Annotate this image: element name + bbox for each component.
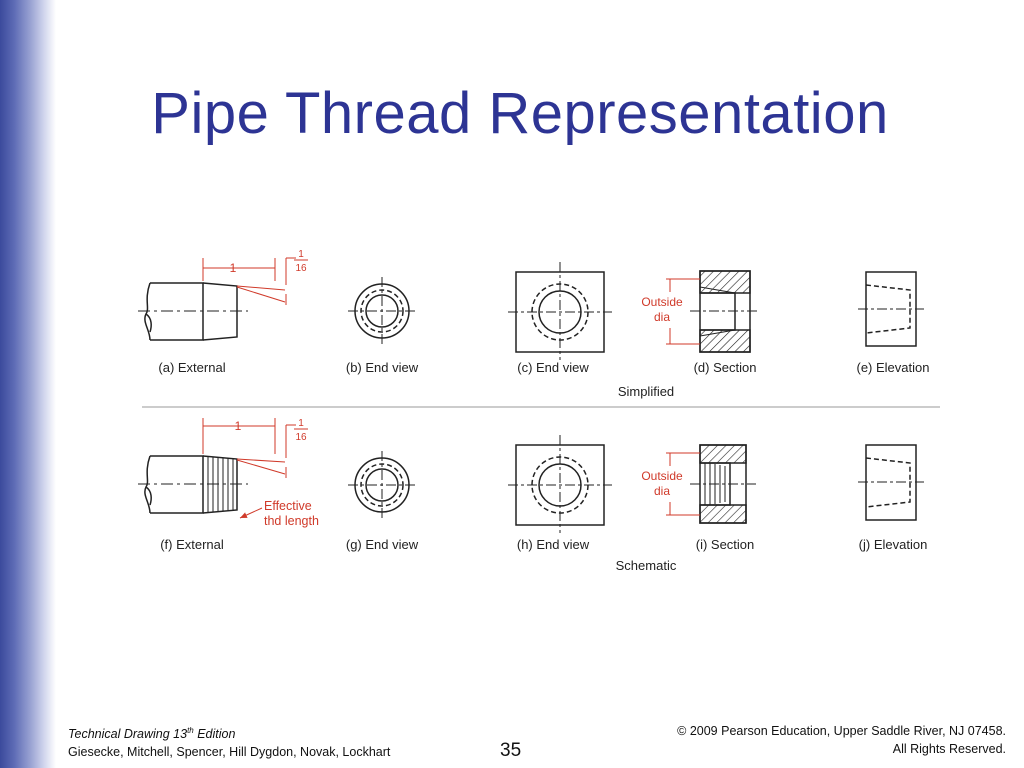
side-gradient-bar: [0, 0, 56, 768]
dia-label-d: dia: [654, 310, 670, 324]
caption-i: (i) Section: [696, 537, 755, 552]
dia-label-i: dia: [654, 484, 670, 498]
fraction-numerator: 1: [298, 249, 304, 260]
caption-b: (b) End view: [346, 360, 419, 375]
end-view-g: [348, 451, 416, 519]
caption-a: (a) External: [158, 360, 225, 375]
caption-e: (e) Elevation: [857, 360, 930, 375]
group-label-simplified: Simplified: [618, 384, 674, 399]
end-view-h: [508, 435, 612, 533]
thd-length-label: thd length: [264, 514, 319, 528]
dimension-f: [202, 418, 296, 519]
footer-citation: Technical Drawing 13th Edition Giesecke,…: [68, 722, 390, 761]
fraction-denominator-f: 16: [295, 432, 307, 443]
fraction-numerator-f: 1: [298, 418, 304, 429]
outside-label-d: Outside: [641, 295, 683, 309]
caption-f: (f) External: [160, 537, 224, 552]
dimension-a: [202, 257, 296, 305]
caption-h: (h) End view: [517, 537, 590, 552]
caption-d: (d) Section: [694, 360, 757, 375]
slide-title: Pipe Thread Representation: [151, 81, 889, 146]
book-title-line: Technical Drawing 13th Edition: [68, 722, 390, 743]
caption-g: (g) End view: [346, 537, 419, 552]
section-view-d: [690, 270, 760, 353]
rights-line: All Rights Reserved.: [892, 742, 1006, 756]
group-label-schematic: Schematic: [616, 558, 677, 573]
section-view-i: [690, 444, 756, 524]
end-view-c: [508, 262, 612, 360]
fraction-denominator: 16: [295, 263, 307, 274]
elevation-view-e: [858, 271, 924, 347]
caption-c: (c) End view: [517, 360, 589, 375]
book-edition: Edition: [193, 727, 236, 742]
book-title-sup: th: [187, 726, 194, 735]
authors: Giesecke, Mitchell, Spencer, Hill Dygdon…: [68, 745, 391, 760]
dim-one-label-f: 1: [235, 419, 242, 433]
dim-one-label: 1: [230, 261, 237, 275]
outside-label-i: Outside: [641, 469, 683, 483]
copyright-line: © 2009 Pearson Education, Upper Saddle R…: [677, 724, 1006, 738]
outside-dia-dim-d: [666, 278, 700, 345]
page-number: 35: [500, 740, 522, 761]
caption-j: (j) Elevation: [859, 537, 928, 552]
outside-dia-dim-i: [666, 452, 700, 516]
elevation-view-j: [858, 444, 924, 521]
external-view-a: [138, 282, 248, 341]
book-title: Technical Drawing 13: [68, 727, 188, 742]
footer-copyright: © 2009 Pearson Education, Upper Saddle R…: [677, 722, 1006, 758]
effective-label: Effective: [264, 499, 312, 513]
end-view-b: [348, 277, 416, 345]
external-view-f: [138, 455, 248, 514]
